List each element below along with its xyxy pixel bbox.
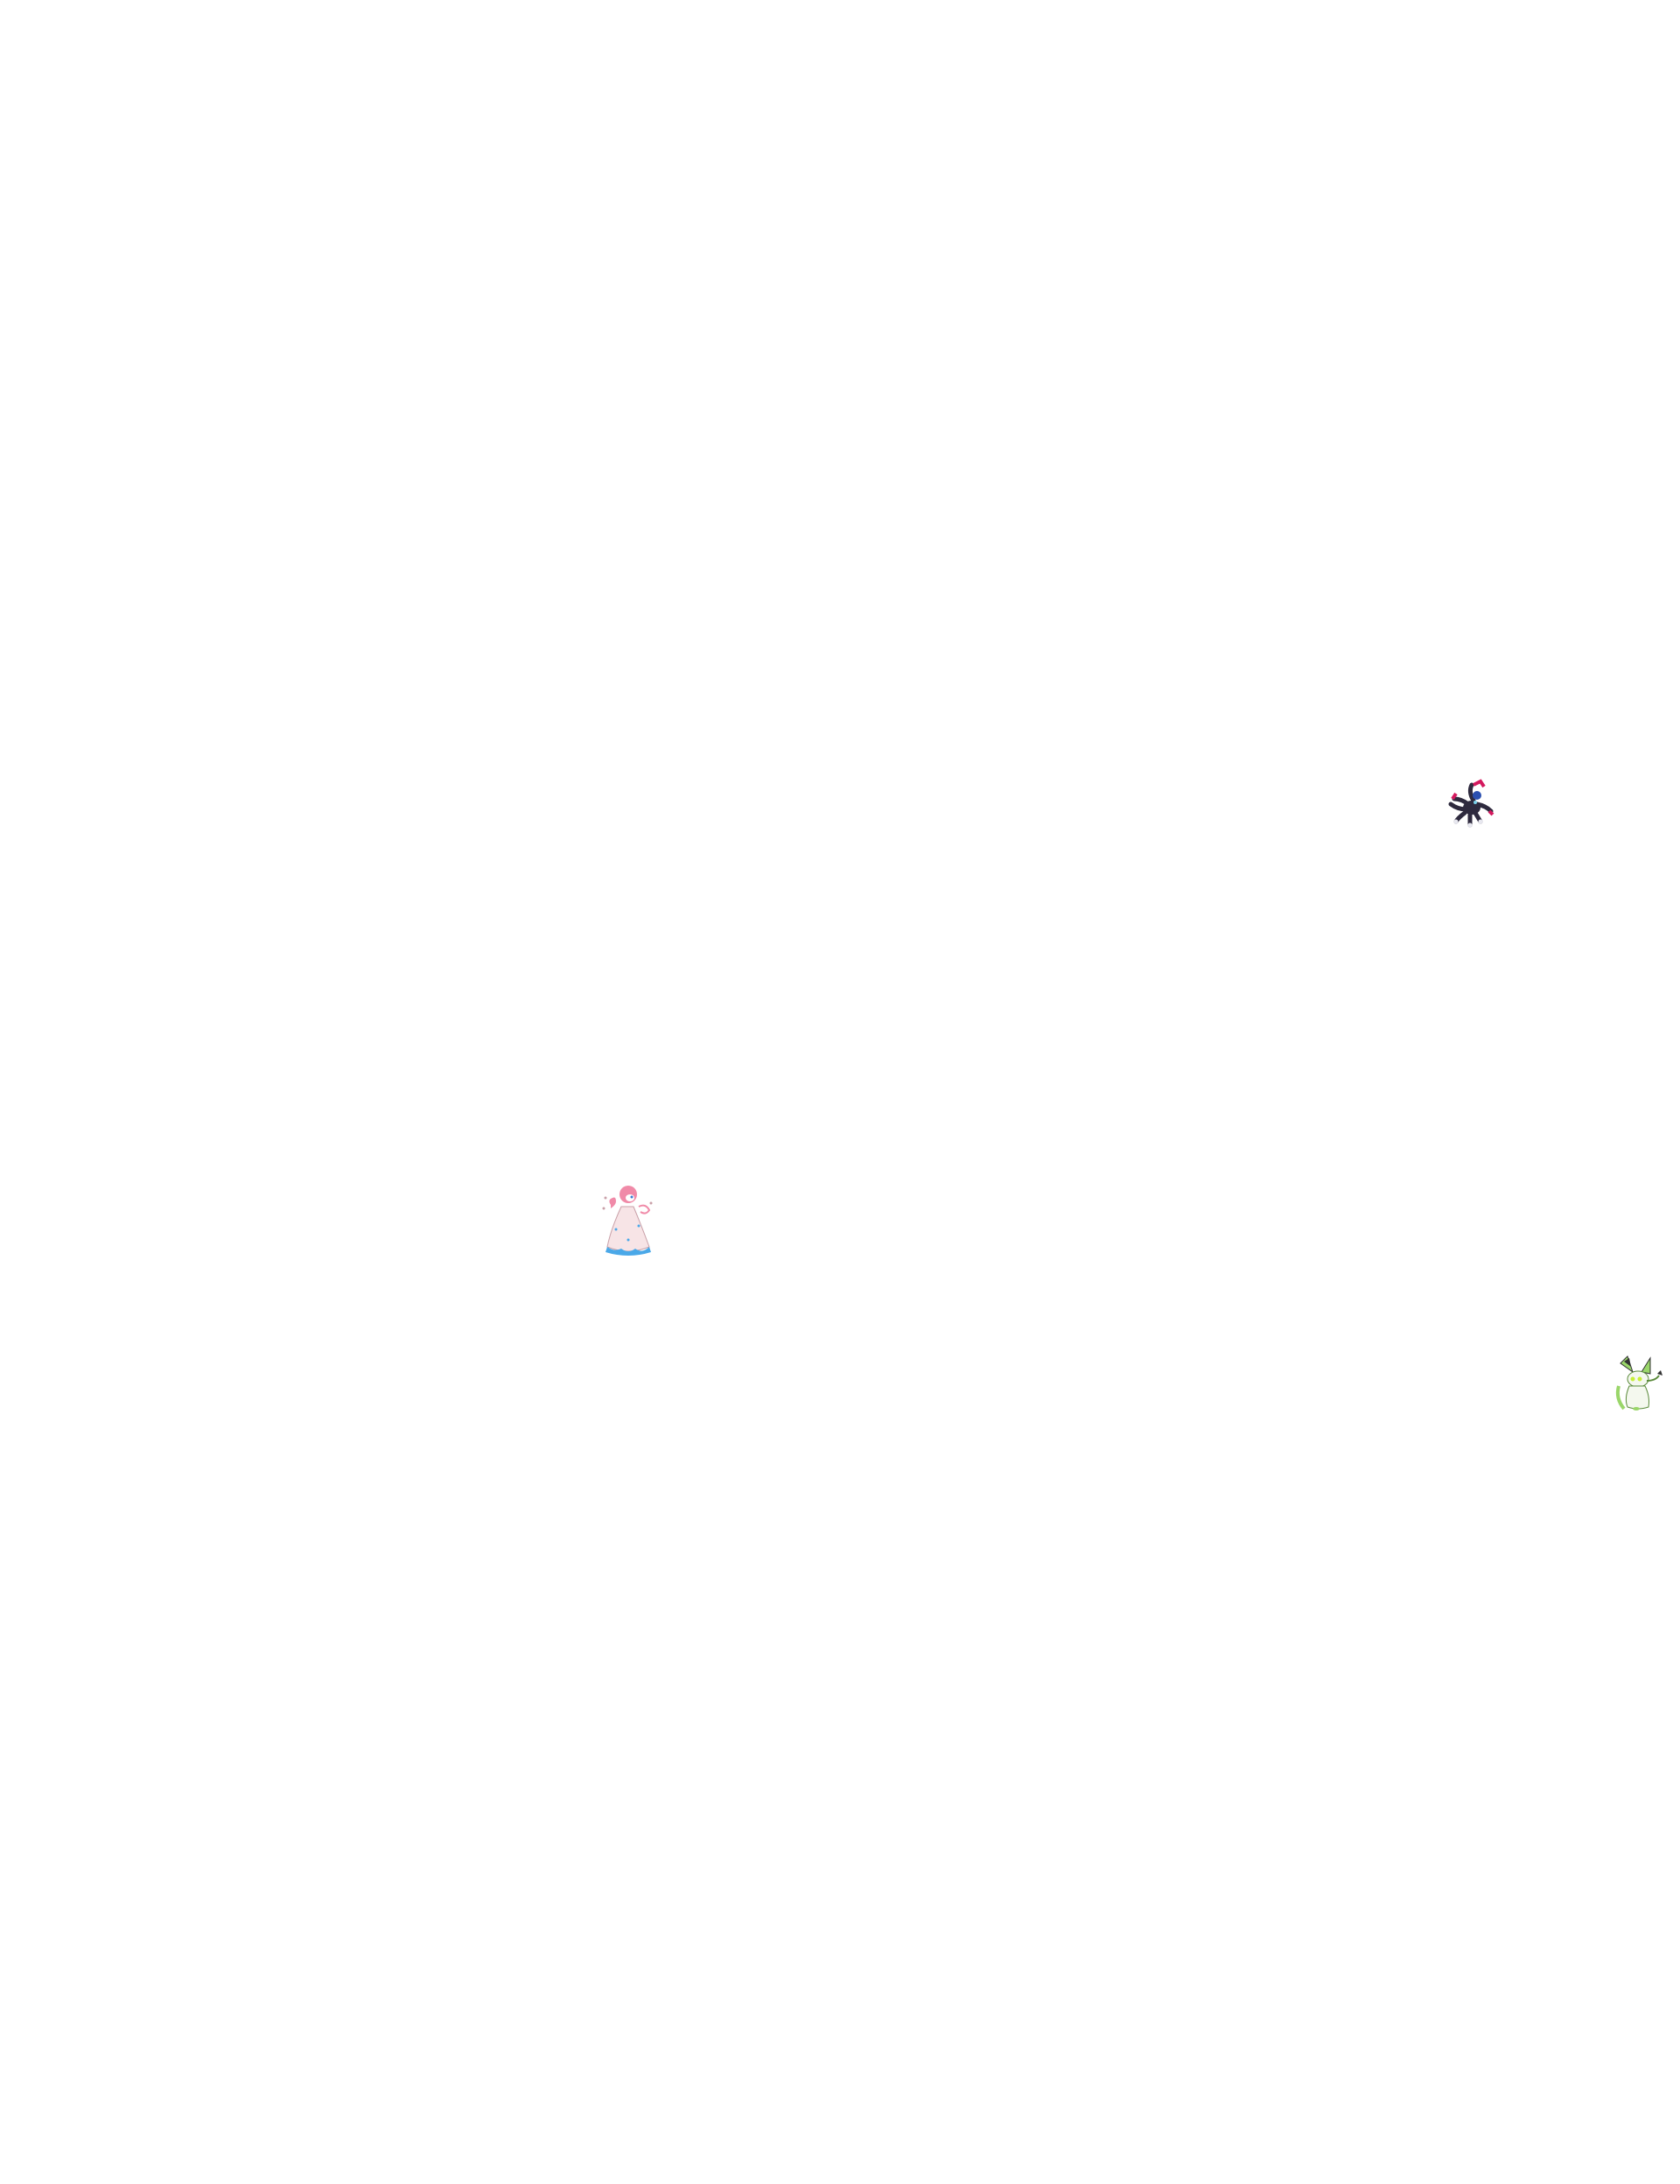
sprite-dark-tentacle-creature <box>1442 774 1500 832</box>
green-creature-icon <box>1615 1355 1662 1410</box>
sprite-green-eared-creature <box>1612 1354 1666 1412</box>
fairy-creature-icon <box>602 1186 653 1256</box>
sprite-pink-gown-fairy <box>595 1177 662 1256</box>
dark-creature-icon <box>1448 779 1494 828</box>
